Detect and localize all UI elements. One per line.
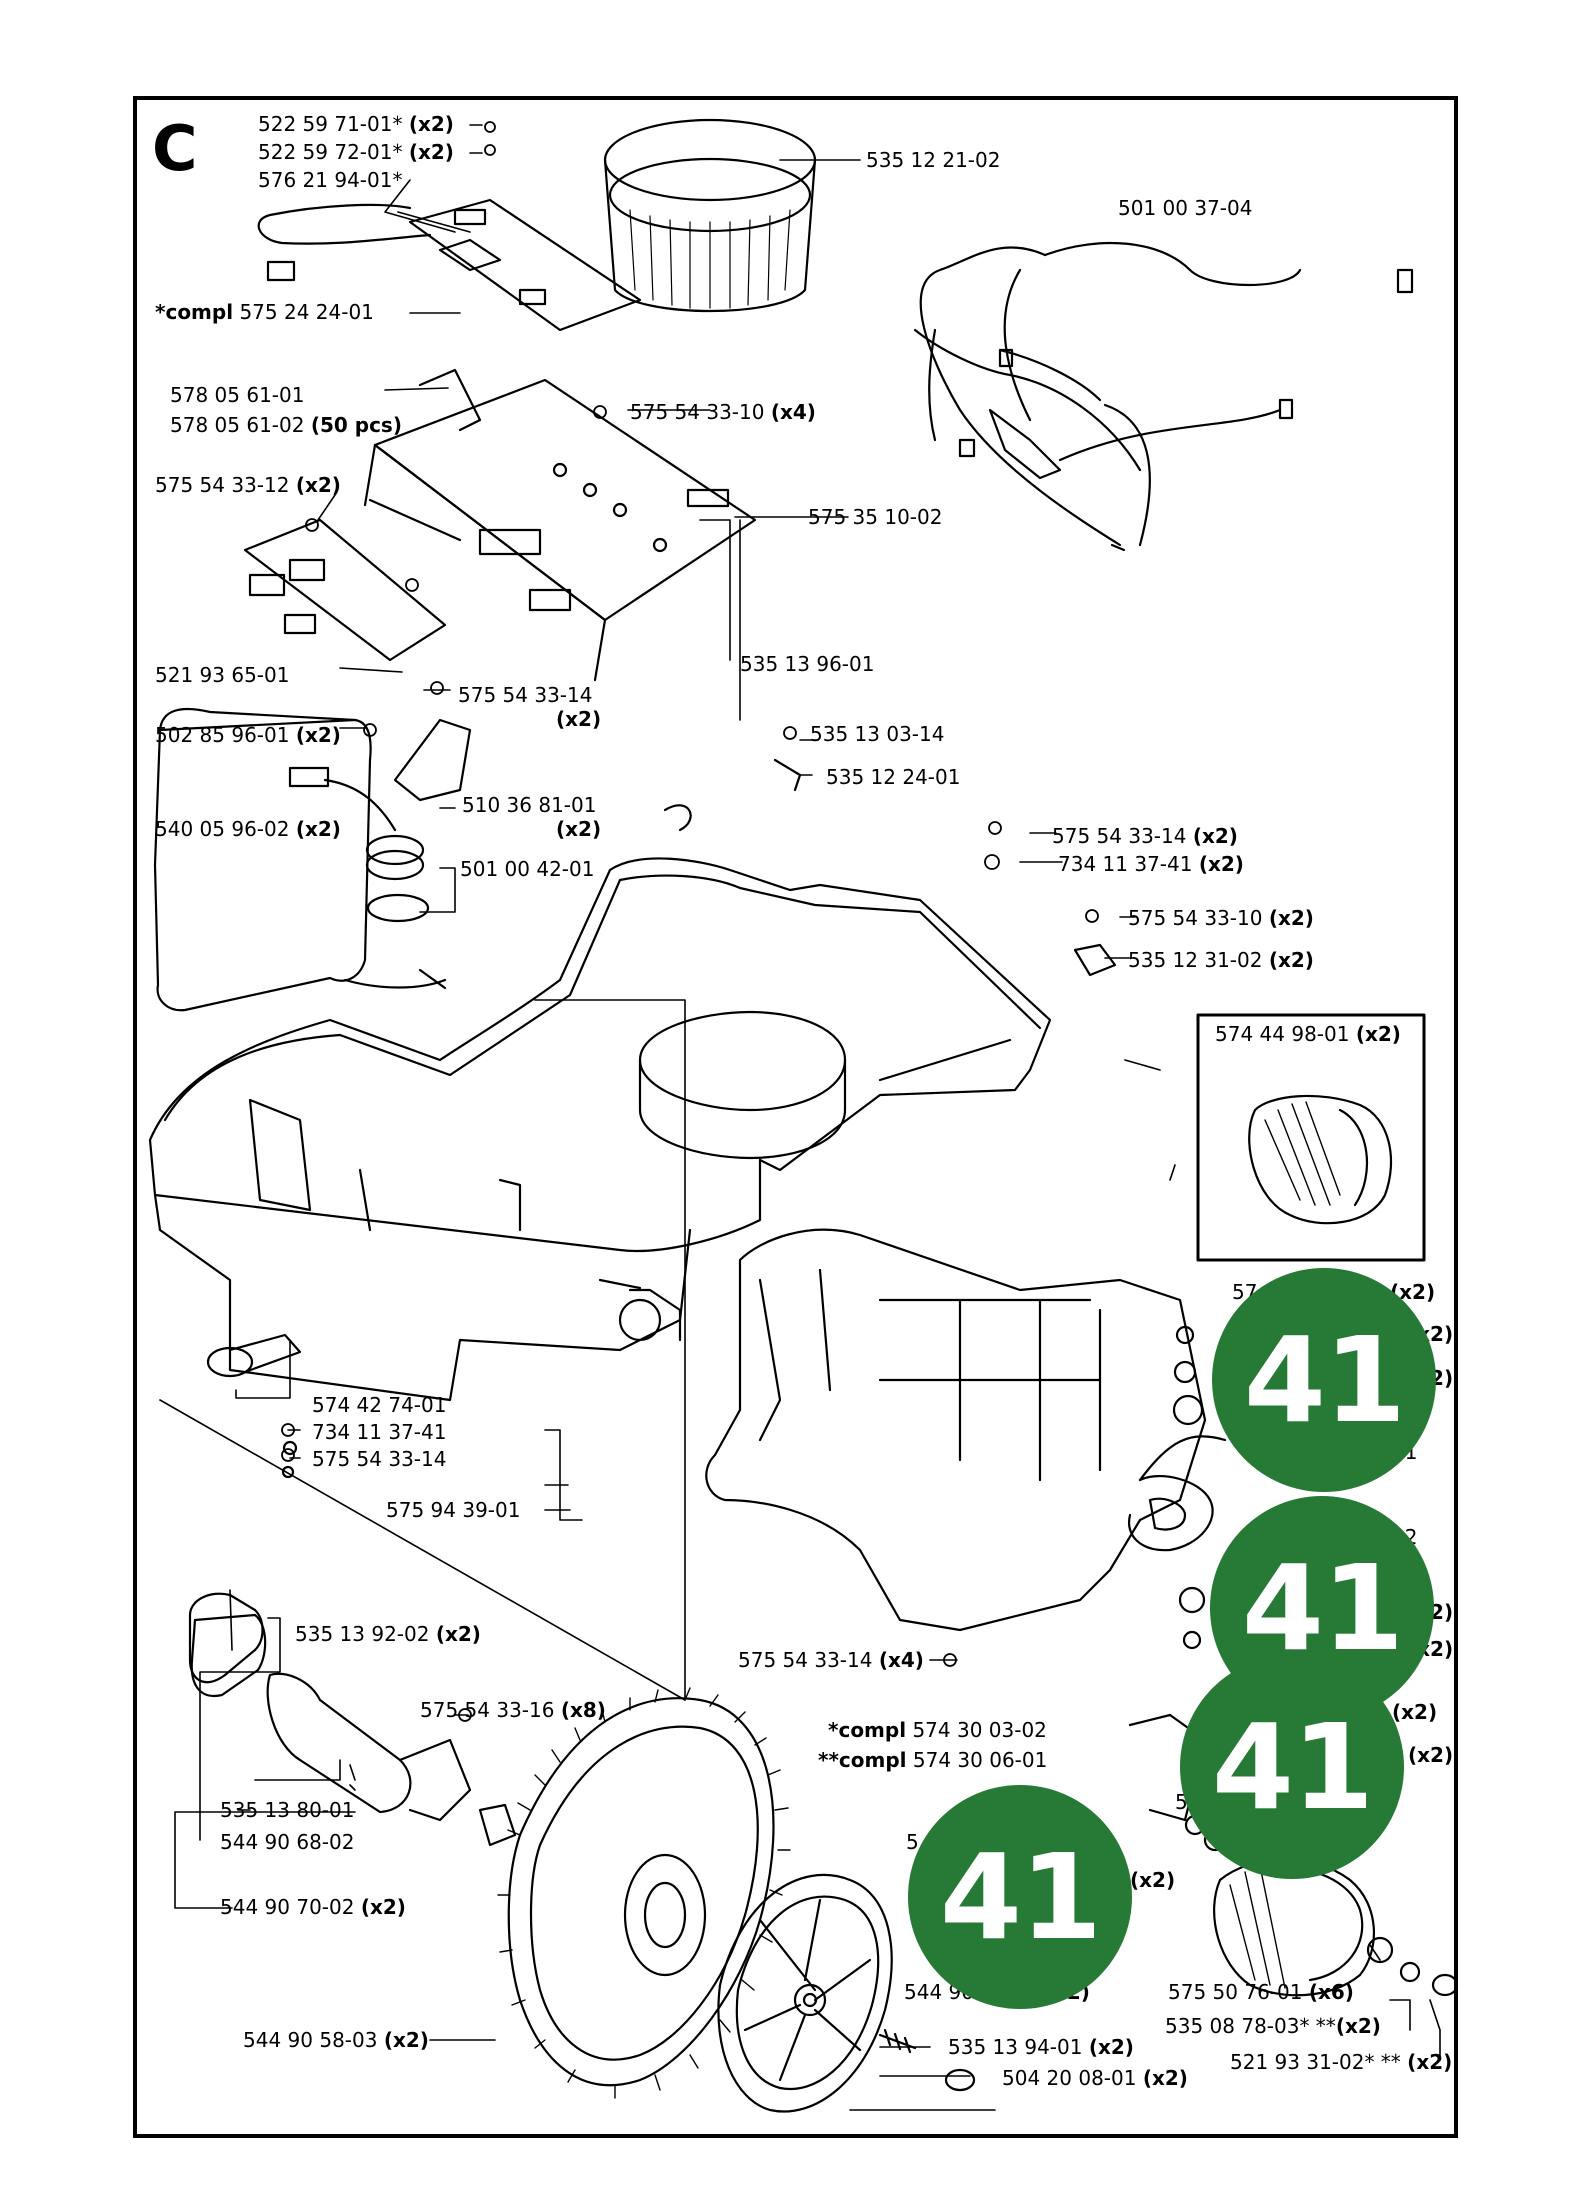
label-521-93-31-02: 521 93 31-02* ** (x2)	[1230, 2050, 1453, 2074]
label-544-90-58-03: 544 90 58-03 (x2)	[243, 2028, 429, 2052]
label-540-05-96-02: 540 05 96-02 (x2)	[155, 817, 341, 841]
label-574-44-98-01: 574 44 98-01 (x2)	[1215, 1022, 1401, 1046]
label-544-90-68-02: 544 90 68-02	[220, 1830, 355, 1854]
battery-pack	[153, 708, 447, 1012]
label-535-12-21-02: 535 12 21-02	[866, 148, 1001, 172]
board-521-93-65-01	[243, 518, 447, 662]
label-521-93-65-01: 521 93 65-01	[155, 663, 290, 687]
buzzer	[288, 766, 430, 923]
label-501-00-37-04: 501 00 37-04	[1118, 196, 1253, 220]
label-501-00-42-01: 501 00 42-01	[460, 857, 595, 881]
label-535-13-80-01: 535 13 80-01	[220, 1798, 355, 1822]
label-576-21-94-01: 576 21 94-01*	[258, 168, 403, 192]
inset-box	[1196, 1013, 1426, 1262]
label-575-50-76-01: 575 50 76-01 (x6)	[1168, 1980, 1354, 2004]
motor-holder	[705, 1228, 1227, 1632]
label-535-13-94-01: 535 13 94-01 (x2)	[948, 2035, 1134, 2059]
pcb-cable-576-21-94-01	[257, 203, 432, 282]
label-510-36-81-01: 510 36 81-01	[462, 793, 597, 817]
label-575-54-33-12: 575 54 33-12 (x2)	[155, 473, 341, 497]
label-574-42-74-01: 574 42 74-01	[312, 1393, 447, 1417]
label-535-13-92-02: 535 13 92-02 (x2)	[295, 1622, 481, 1646]
label-575-54-33-14-a-qty: (x2)	[556, 707, 602, 731]
page-badge-3: 41	[1180, 1655, 1404, 1879]
label-partial-11: 5	[906, 1830, 919, 1854]
label-575-54-33-16: 575 54 33-16 (x8)	[420, 1698, 606, 1722]
label-partial-8: (x2)	[1392, 1700, 1438, 1724]
drive-wheel	[497, 1687, 791, 2099]
rotor-ring	[603, 118, 817, 313]
pcb-small-board	[408, 198, 642, 332]
bracket-510-36-81-01	[393, 718, 472, 802]
diagram-frame	[133, 96, 1458, 2138]
gasket-plate	[188, 1592, 264, 1684]
label-544-90-70-02: 544 90 70-02 (x2)	[220, 1895, 406, 1919]
screws	[281, 121, 1099, 1722]
wire-harness	[913, 241, 1414, 552]
label-504-20-08-01: 504 20 08-01 (x2)	[1002, 2066, 1188, 2090]
label-522-59-72-01: 522 59 72-01* (x2)	[258, 140, 454, 164]
label-575-54-33-14-x4: 575 54 33-14 (x4)	[738, 1648, 924, 1672]
label-574-30-03-02: *compl 574 30 03-02	[828, 1718, 1047, 1742]
label-535-12-24-01: 535 12 24-01	[826, 765, 961, 789]
label-574-30-06-01: **compl 574 30 06-01	[818, 1748, 1048, 1772]
section-letter: C	[152, 112, 198, 185]
label-535-12-31-02: 535 12 31-02 (x2)	[1128, 948, 1314, 972]
label-575-94-39-01: 575 94 39-01	[386, 1498, 521, 1522]
clip	[663, 758, 802, 832]
small-bracket	[1073, 943, 1117, 977]
hub-screw	[878, 2028, 976, 2092]
label-734-11-37-41-b: 734 11 37-41	[312, 1420, 447, 1444]
label-575-35-10-02: 575 35 10-02	[808, 505, 943, 529]
page-badge-1: 41	[1212, 1268, 1436, 1492]
label-510-36-81-01-qty: (x2)	[556, 817, 602, 841]
pcb-main-board	[363, 378, 757, 682]
label-575-54-33-10-x2: 575 54 33-10 (x2)	[1128, 906, 1314, 930]
label-575-54-33-10-x4: 575 54 33-10 (x4)	[630, 400, 816, 424]
label-partial-12: (x2)	[1130, 1868, 1176, 1892]
leader-lines	[159, 124, 1441, 2111]
label-partial-9: (x2)	[1408, 1743, 1454, 1767]
label-575-54-33-14-c: 575 54 33-14	[312, 1447, 447, 1471]
label-575-24-24-01: *compl 575 24 24-01	[155, 300, 374, 324]
height-sensor	[206, 1333, 302, 1479]
label-535-08-78-03: 535 08 78-03* **(x2)	[1165, 2014, 1381, 2038]
label-575-54-33-14-b: 575 54 33-14 (x2)	[1052, 824, 1238, 848]
label-535-13-96-01: 535 13 96-01	[740, 652, 875, 676]
page-badge-4: 41	[908, 1785, 1132, 2009]
label-535-13-03-14: 535 13 03-14	[810, 722, 945, 746]
connector-bracket	[418, 368, 482, 432]
hub-cap	[717, 1873, 893, 2113]
label-522-59-71-01: 522 59 71-01* (x2)	[258, 112, 454, 136]
label-575-54-33-14-a: 575 54 33-14	[458, 683, 593, 707]
label-734-11-37-41-a: 734 11 37-41 (x2)	[1058, 852, 1244, 876]
label-578-05-61-02: 578 05 61-02 (50 pcs)	[170, 413, 402, 437]
label-502-85-96-01: 502 85 96-01 (x2)	[155, 723, 341, 747]
chassis-body	[148, 857, 1052, 1402]
label-578-05-61-01: 578 05 61-01	[170, 383, 305, 407]
